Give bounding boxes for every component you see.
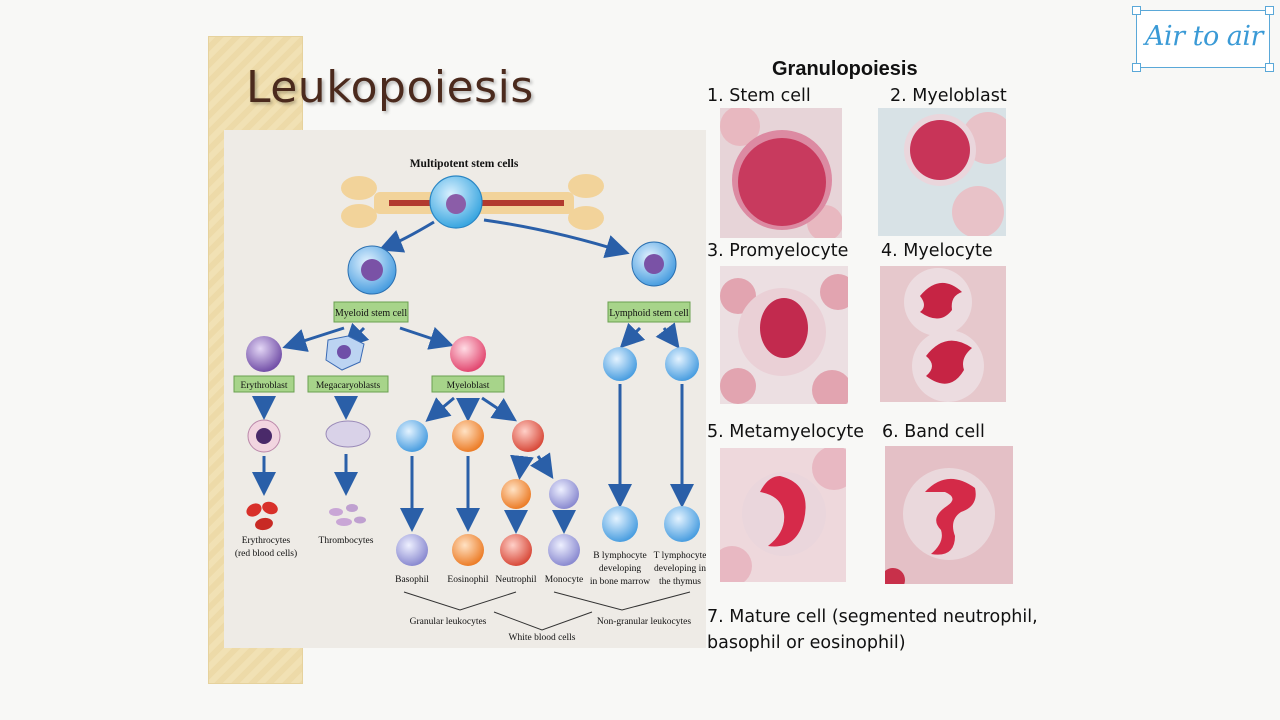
monocyte-label: Monocyte <box>545 575 584 585</box>
granular-leukocytes-label: Granular leukocytes <box>410 617 487 627</box>
arrow-myeloblast-to-basophil <box>425 396 455 422</box>
erythroblast-cell <box>246 336 282 372</box>
stage-2-caption: 2. Myeloblast <box>890 86 1007 106</box>
myeloid-label: Myeloid stem cell <box>335 308 407 319</box>
erythrocytes-label-1: Erythrocytes <box>242 536 291 546</box>
leukopoiesis-diagram: Multipotent stem cells Myeloid stem cell… <box>224 130 706 648</box>
neutrophil-label: Neutrophil <box>495 575 537 585</box>
arrow-to-myeloid <box>378 220 435 253</box>
arrow-to-lymphoid <box>483 218 630 259</box>
monocyte-cell <box>548 534 580 566</box>
erythroblast-label-box <box>233 375 295 393</box>
arrow-to-t-lineage <box>655 322 680 349</box>
granulopoiesis-heading: Granulopoiesis <box>772 58 918 80</box>
logo-text: Air to air <box>1145 21 1263 52</box>
logo-corner-bl <box>1132 63 1141 72</box>
erythroblast-label: Erythroblast <box>241 381 288 391</box>
myelocyte-micrograph <box>880 266 1006 402</box>
logo-corner-tl <box>1132 6 1141 15</box>
eosinophil-cell <box>452 534 484 566</box>
b-precursor-cell <box>603 347 637 381</box>
monocyte-intermediate <box>549 479 579 509</box>
thrombocytes-cluster <box>329 504 366 526</box>
myeloblast-label-box <box>431 375 505 393</box>
stage-3-caption: 3. Promyelocyte <box>707 241 849 261</box>
stage-6-caption: 6. Band cell <box>882 422 985 442</box>
myeloblast-label: Myeloblast <box>447 381 490 391</box>
non-granular-leukocytes-label: Non-granular leukocytes <box>597 617 691 627</box>
megacaryoblasts-label: Megacaryoblasts <box>316 381 381 391</box>
mature-cell-caption: 7. Mature cell (segmented neutrophil, ba… <box>707 607 1038 653</box>
erythrocytes-cluster <box>246 501 278 531</box>
granular-bracket <box>403 591 517 611</box>
t-lymphocyte-label-3: the thymus <box>659 577 701 587</box>
myeloid-label-box <box>333 301 409 323</box>
stage-4-caption: 4. Myelocyte <box>881 241 993 261</box>
band-cell-micrograph <box>885 446 1013 584</box>
lymphoid-label: Lymphoid stem cell <box>609 308 689 319</box>
b-lymphocyte-label-3: in bone marrow <box>590 577 650 587</box>
stage-1-caption: 1. Stem cell <box>707 86 811 106</box>
neutrophil-cell <box>500 534 532 566</box>
t-lymphocyte-label-2: developing in <box>654 564 706 574</box>
basophil-precursor <box>396 420 428 452</box>
b-lymphocyte-cell <box>602 506 638 542</box>
myeloblast-micrograph <box>878 108 1006 236</box>
basophil-cell <box>396 534 428 566</box>
promyelocyte-micrograph <box>720 266 848 404</box>
myeloblast-cell <box>450 336 486 372</box>
metamyelocyte-micrograph <box>720 448 846 582</box>
erythrocytes-label-2: (red blood cells) <box>235 548 297 559</box>
eosinophil-label: Eosinophil <box>447 575 489 585</box>
nongranular-bracket <box>553 591 691 611</box>
stem-cell-nucleus <box>446 194 466 214</box>
megacaryoblast-label-box <box>307 375 389 393</box>
neutrophil-intermediate <box>501 479 531 509</box>
t-precursor-cell <box>665 347 699 381</box>
stem-cell-micrograph <box>720 108 842 238</box>
arrow-myeloblast-to-neutrophil <box>481 396 517 422</box>
b-lymphocyte-label-1: B lymphocyte <box>593 551 647 561</box>
multipotent-label: Multipotent stem cells <box>410 158 519 170</box>
thrombocytes-label: Thrombocytes <box>319 536 374 546</box>
logo-corner-br <box>1265 63 1274 72</box>
arrow-to-monocyte-stage <box>530 452 554 479</box>
reticulocyte-nucleus <box>256 428 272 444</box>
neutrophil-precursor <box>512 420 544 452</box>
lymphoid-nucleus <box>644 254 664 274</box>
myeloid-nucleus <box>361 259 383 281</box>
t-lymphocyte-cell <box>664 506 700 542</box>
white-blood-cells-label: White blood cells <box>508 633 575 643</box>
arrow-to-myeloblast <box>399 326 454 350</box>
logo-corner-tr <box>1265 6 1274 15</box>
eosinophil-precursor <box>452 420 484 452</box>
basophil-label: Basophil <box>395 575 429 585</box>
lymphoid-label-box <box>607 301 691 323</box>
megakaryocyte-cell <box>325 420 371 448</box>
arrow-to-erythroblast <box>282 326 345 352</box>
stage-5-caption: 5. Metamyelocyte <box>707 422 865 442</box>
arrow-to-neutrophil-stage <box>510 454 534 480</box>
slide-title: Leukopoiesis <box>246 62 534 113</box>
leukopoiesis-diagram-svg: Multipotent stem cells Myeloid stem cell… <box>233 158 706 643</box>
wbc-bracket <box>493 611 593 631</box>
megacaryoblast-nucleus <box>337 345 351 359</box>
arrow-to-b-lineage <box>619 322 646 349</box>
air-to-air-logo: Air to air <box>1132 6 1274 72</box>
t-lymphocyte-label-1: T lymphocyte <box>654 551 706 561</box>
b-lymphocyte-label-2: developing <box>599 564 641 574</box>
